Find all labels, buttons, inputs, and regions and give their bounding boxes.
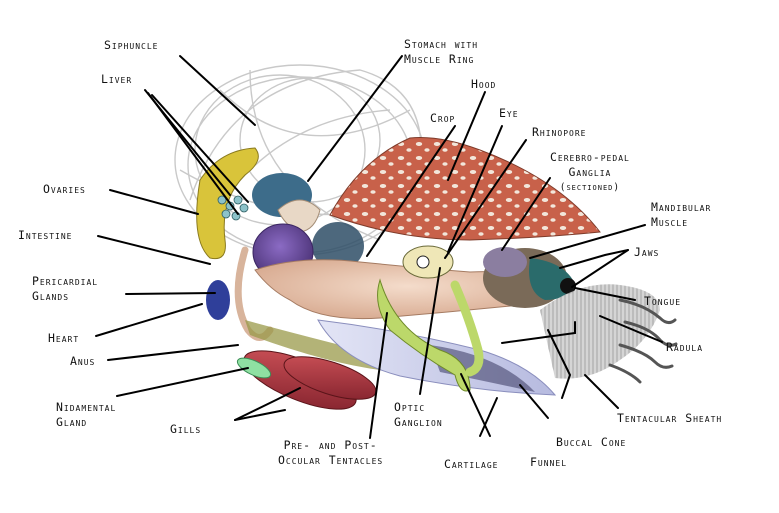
label-buccal-cone: Buccal Cone [556, 435, 626, 450]
label-eye: Eye [499, 106, 519, 121]
label-optic-line2: Ganglion [394, 415, 443, 430]
label-heart: Heart [48, 331, 79, 346]
leader-lines [96, 56, 662, 438]
label-ovaries: Ovaries [43, 182, 86, 197]
label-cerebro-pedal-ganglia: Cerebro-pedal Ganglia (sectioned) [550, 150, 630, 195]
label-intestine: Intestine [18, 228, 72, 243]
label-optic-ganglion: Optic Ganglion [394, 400, 443, 430]
label-pericardial-line2: Glands [32, 289, 98, 304]
heart-shape [206, 280, 230, 320]
label-stomach-line1: Stomach with [404, 37, 478, 52]
label-funnel: Funnel [530, 455, 567, 470]
label-cerebro-line2: Ganglia [550, 165, 630, 180]
label-mandibular-muscle: Mandibular Muscle [651, 200, 711, 230]
label-nidamental-gland: Nidamental Gland [56, 400, 116, 430]
label-tongue: Tongue [644, 294, 681, 309]
label-rhinopore: Rhinopore [532, 125, 586, 140]
label-cerebro-line1: Cerebro-pedal [550, 150, 630, 165]
label-siphuncle: Siphuncle [104, 38, 158, 53]
label-gills: Gills [170, 422, 201, 437]
label-pericardial-glands: Pericardial Glands [32, 274, 98, 304]
label-nidamental-line1: Nidamental [56, 400, 116, 415]
label-mandibular-line1: Mandibular [651, 200, 711, 215]
label-radula: Radula [666, 340, 703, 355]
label-pericardial-line1: Pericardial [32, 274, 98, 289]
label-anus: Anus [70, 354, 95, 369]
label-pre-post-tentacles: Pre- and Post- Occular Tentacles [278, 438, 383, 468]
label-cartilage: Cartilage [444, 457, 498, 472]
eye-pupil-shape [417, 256, 429, 268]
label-optic-line1: Optic [394, 400, 443, 415]
label-tentacular-sheath: Tentacular Sheath [617, 411, 722, 426]
label-mandibular-line2: Muscle [651, 215, 711, 230]
label-stomach-line2: Muscle Ring [404, 52, 478, 67]
mandibular-muscle-shape [483, 247, 527, 277]
label-pre-post-line1: Pre- and Post- [278, 438, 383, 453]
tentacular-sheath-shape [540, 284, 660, 378]
label-jaws: Jaws [634, 245, 659, 260]
label-cerebro-line3: (sectioned) [550, 180, 630, 195]
label-nidamental-line2: Gland [56, 415, 116, 430]
label-crop: Crop [430, 111, 455, 126]
label-pre-post-line2: Occular Tentacles [278, 453, 383, 468]
label-hood: Hood [471, 77, 496, 92]
label-liver: Liver [101, 72, 132, 87]
label-stomach-muscle-ring: Stomach with Muscle Ring [404, 37, 478, 67]
